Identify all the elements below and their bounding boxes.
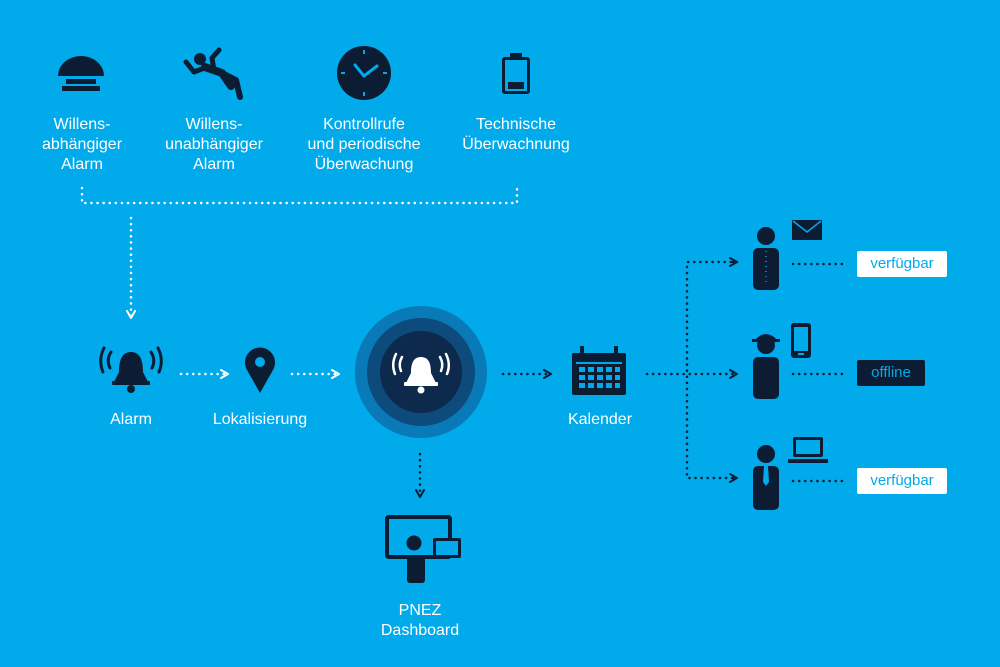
envelope-icon [792, 220, 822, 240]
ringing-bell-icon [392, 352, 450, 394]
status-badge-available: verfügbar [857, 468, 947, 494]
calendar-label: Kalender [567, 411, 633, 428]
recipient-3 [753, 437, 828, 510]
trigger-label-line: Alarm [193, 156, 235, 173]
calendar-icon [572, 346, 626, 395]
laptop-icon [788, 437, 828, 463]
trigger-label-line: Überwachung [314, 156, 414, 173]
trigger-label-line: Alarm [61, 156, 103, 173]
alarm-label: Alarm [110, 411, 152, 428]
dashboard-label-line: Dashboard [380, 622, 460, 639]
dashboard-monitor-icon [385, 515, 461, 583]
trigger-label-line: Kontrollrufe [323, 116, 405, 133]
person-suit-icon [753, 227, 779, 290]
smartphone-icon [791, 323, 811, 358]
alarm-button-icon [58, 56, 104, 91]
dashboard-label: PNEZ Dashboard [370, 601, 470, 641]
trigger-label-line: abhängiger [41, 136, 123, 153]
trigger-bracket [80, 186, 519, 320]
status-badge-available: verfügbar [857, 251, 947, 277]
person-worker-icon [752, 334, 780, 399]
trigger-label-line: Willens- [185, 116, 243, 133]
battery-icon [502, 53, 530, 94]
trigger-label-line: unabhängiger [165, 136, 263, 153]
trigger-label-line: Technische [475, 116, 557, 133]
location-label: Lokalisierung [212, 411, 308, 428]
falling-person-icon [183, 47, 243, 100]
trigger-label-voluntary-alarm: Willens- abhängiger Alarm [20, 115, 144, 175]
clock-icon [337, 46, 391, 100]
dashboard-label-line: PNEZ [398, 602, 442, 619]
trigger-label-line: Willens- [53, 116, 111, 133]
location-pin-icon [245, 347, 275, 393]
status-badge-offline: offline [857, 360, 925, 386]
recipient-1 [753, 220, 822, 290]
ringing-bell-hub [355, 306, 487, 438]
trigger-label-involuntary-alarm: Willens- unabhängiger Alarm [152, 115, 276, 175]
person-tie-icon [753, 445, 779, 510]
bell-icon [99, 346, 163, 393]
trigger-label-line: Überwachnung [462, 136, 570, 153]
trigger-label-technical-monitoring: Technische Überwachnung [446, 115, 586, 155]
trigger-label-control-calls: Kontrollrufe und periodische Überwachung [294, 115, 434, 175]
flow-arrows [179, 257, 847, 499]
recipient-2 [752, 323, 811, 399]
trigger-label-line: und periodische [307, 136, 421, 153]
